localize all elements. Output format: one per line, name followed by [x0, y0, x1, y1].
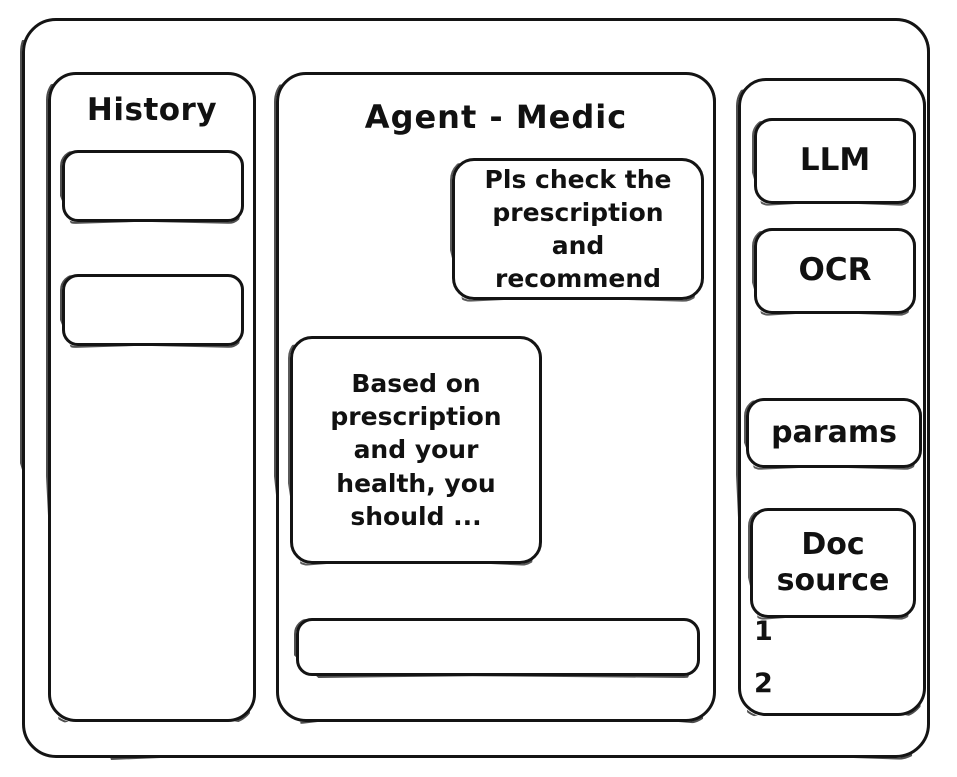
- doc-source-ref-2[interactable]: 2: [754, 668, 773, 699]
- history-list-item[interactable]: [62, 150, 244, 222]
- history-panel: [48, 72, 256, 722]
- agent-title: Agent - Medic: [364, 98, 628, 136]
- history-panel-title: History: [86, 92, 218, 128]
- doc-source-ref-1[interactable]: 1: [754, 616, 773, 647]
- tool-item-llm[interactable]: LLM: [754, 118, 916, 204]
- user-message-bubble: Pls check the prescription and recommend: [452, 158, 704, 300]
- agent-message-bubble: Based on prescription and your health, y…: [290, 336, 542, 564]
- tool-item-params[interactable]: params: [746, 398, 922, 468]
- tool-item-ocr[interactable]: OCR: [754, 228, 916, 314]
- agent-conversation-panel: [276, 72, 716, 722]
- app-window-frame: [22, 18, 930, 758]
- tool-item-doc-source[interactable]: Doc source: [750, 508, 916, 618]
- history-list-item[interactable]: [62, 274, 244, 346]
- message-composer-input[interactable]: [296, 618, 700, 676]
- tools-panel: [738, 78, 926, 716]
